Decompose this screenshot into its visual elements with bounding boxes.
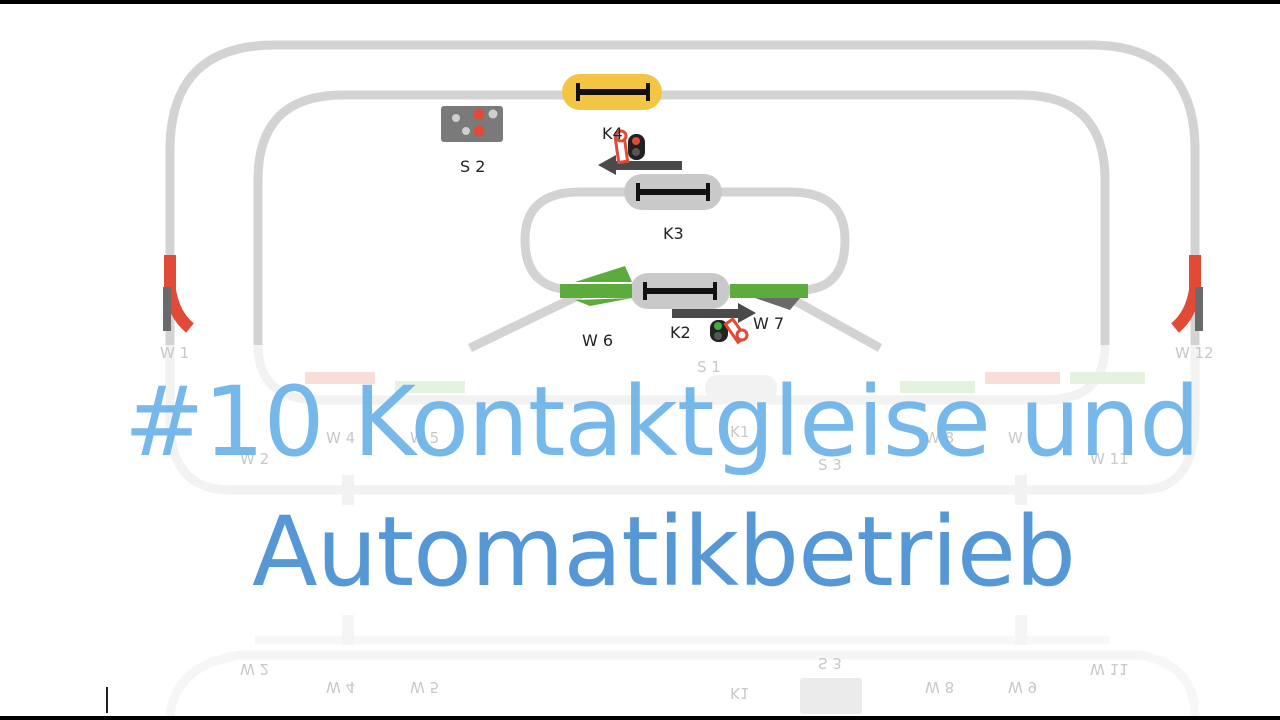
ghost-label-w8: W 8 bbox=[925, 429, 955, 447]
switch-w12-diverge bbox=[1171, 255, 1201, 333]
contact-k4-icon bbox=[613, 129, 645, 165]
ghost-label-k1: K1 bbox=[730, 423, 750, 441]
switch-w12-body bbox=[1195, 287, 1203, 331]
reflection-label-w8: W 8 bbox=[925, 678, 955, 696]
block-k3-label: K3 bbox=[663, 224, 684, 243]
switch-w1-body bbox=[163, 287, 171, 331]
video-title-line-2: Automatikbetrieb bbox=[252, 496, 1076, 608]
block-k4-label: K4 bbox=[602, 124, 623, 143]
video-title-line-1: #10 Kontaktgleise und bbox=[124, 366, 1200, 478]
ghost-label-w5: W 5 bbox=[410, 429, 440, 447]
contact-k2-icon bbox=[710, 317, 749, 345]
reflection-label-w11: W 11 bbox=[1090, 660, 1129, 678]
signal-s2-icon bbox=[441, 106, 503, 142]
reflection-label-w5: W 5 bbox=[410, 678, 440, 696]
faded-lower-area bbox=[165, 344, 1200, 505]
diagonal-track-left bbox=[468, 285, 592, 353]
switch-w7-straight bbox=[730, 284, 808, 298]
text-cursor bbox=[106, 687, 108, 713]
reflection-label-w9: W 9 bbox=[1008, 678, 1038, 696]
reflection-label-s3: S 3 bbox=[818, 654, 842, 672]
ghost-label-s1: S 1 bbox=[697, 358, 721, 376]
ghost-label-w1: W 1 bbox=[160, 344, 190, 362]
ghost-label-w9: W 9 bbox=[1008, 429, 1038, 447]
direction-arrow-right-icon bbox=[672, 303, 756, 323]
switch-w7-label: W 7 bbox=[753, 314, 785, 333]
ghost-label-w4: W 4 bbox=[326, 429, 356, 447]
switch-w6-straight bbox=[560, 284, 632, 298]
reflection-label-w4: W 4 bbox=[326, 678, 356, 696]
inner-loop-track bbox=[253, 90, 1110, 345]
reflection-label-k1: K1 bbox=[730, 684, 750, 702]
switch-w1-diverge bbox=[164, 255, 194, 333]
video-frame: S 2 K4 K3 K2 W 6 W 7 W 1 W 12 S 1 W 4 W … bbox=[0, 4, 1280, 716]
ghost-label-w11: W 11 bbox=[1090, 450, 1129, 468]
reflection-signal-icon bbox=[800, 678, 862, 714]
block-k2-label: K2 bbox=[670, 323, 691, 342]
switch-w6-tongue bbox=[575, 266, 632, 282]
switch-w6-label: W 6 bbox=[582, 331, 614, 350]
signal-s2-label: S 2 bbox=[460, 157, 486, 176]
ghost-label-s3: S 3 bbox=[818, 456, 842, 474]
ghost-label-w2: W 2 bbox=[240, 450, 270, 468]
outer-loop-track bbox=[165, 40, 1200, 345]
switch-w7-body bbox=[755, 298, 800, 310]
reflection-label-w2: W 2 bbox=[240, 660, 270, 678]
reflection-area bbox=[165, 615, 1200, 716]
direction-arrow-left-icon bbox=[598, 155, 682, 175]
track-diagram bbox=[163, 40, 1203, 716]
diagonal-track-right bbox=[787, 294, 883, 352]
ghost-label-w12: W 12 bbox=[1175, 344, 1214, 362]
